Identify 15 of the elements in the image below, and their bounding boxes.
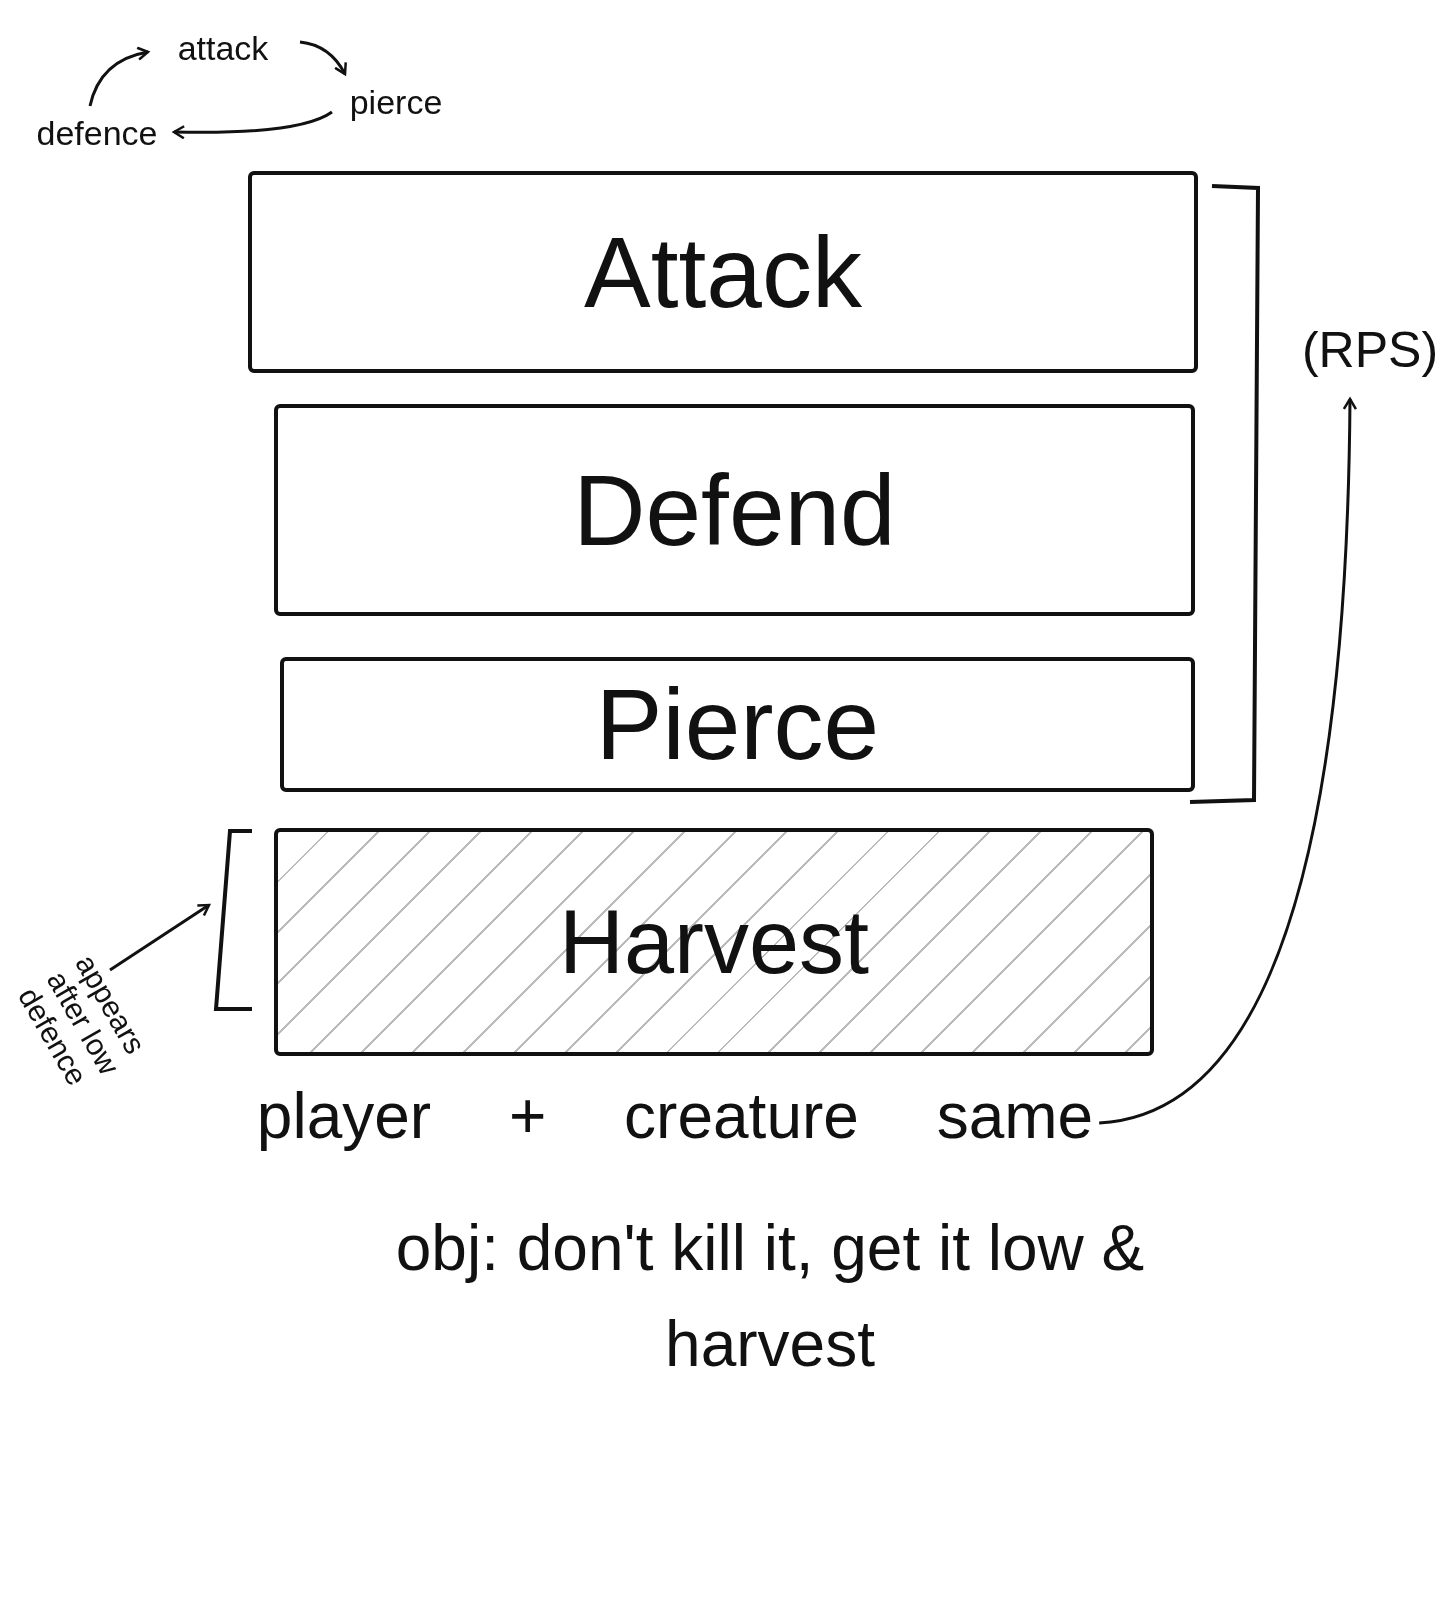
note-text: obj: don't kill it, get it low & harvest [394,1211,1146,1382]
arrow [172,110,333,140]
bracket-label: (RPS) [1301,322,1439,378]
note-text: player + creature same [256,1080,1094,1152]
handwritten-word: pierce [349,84,443,122]
action-box: Pierce [280,657,1195,792]
hatched-box: Harvest [274,828,1154,1056]
arrow [88,46,150,107]
action-box: Attack [248,171,1198,373]
arrow [109,903,211,972]
handwritten-word: defence [36,115,158,153]
handwritten-word: attack [177,30,269,68]
action-box: Defend [274,404,1195,616]
arrow [299,40,347,76]
arrow [1098,397,1358,1125]
